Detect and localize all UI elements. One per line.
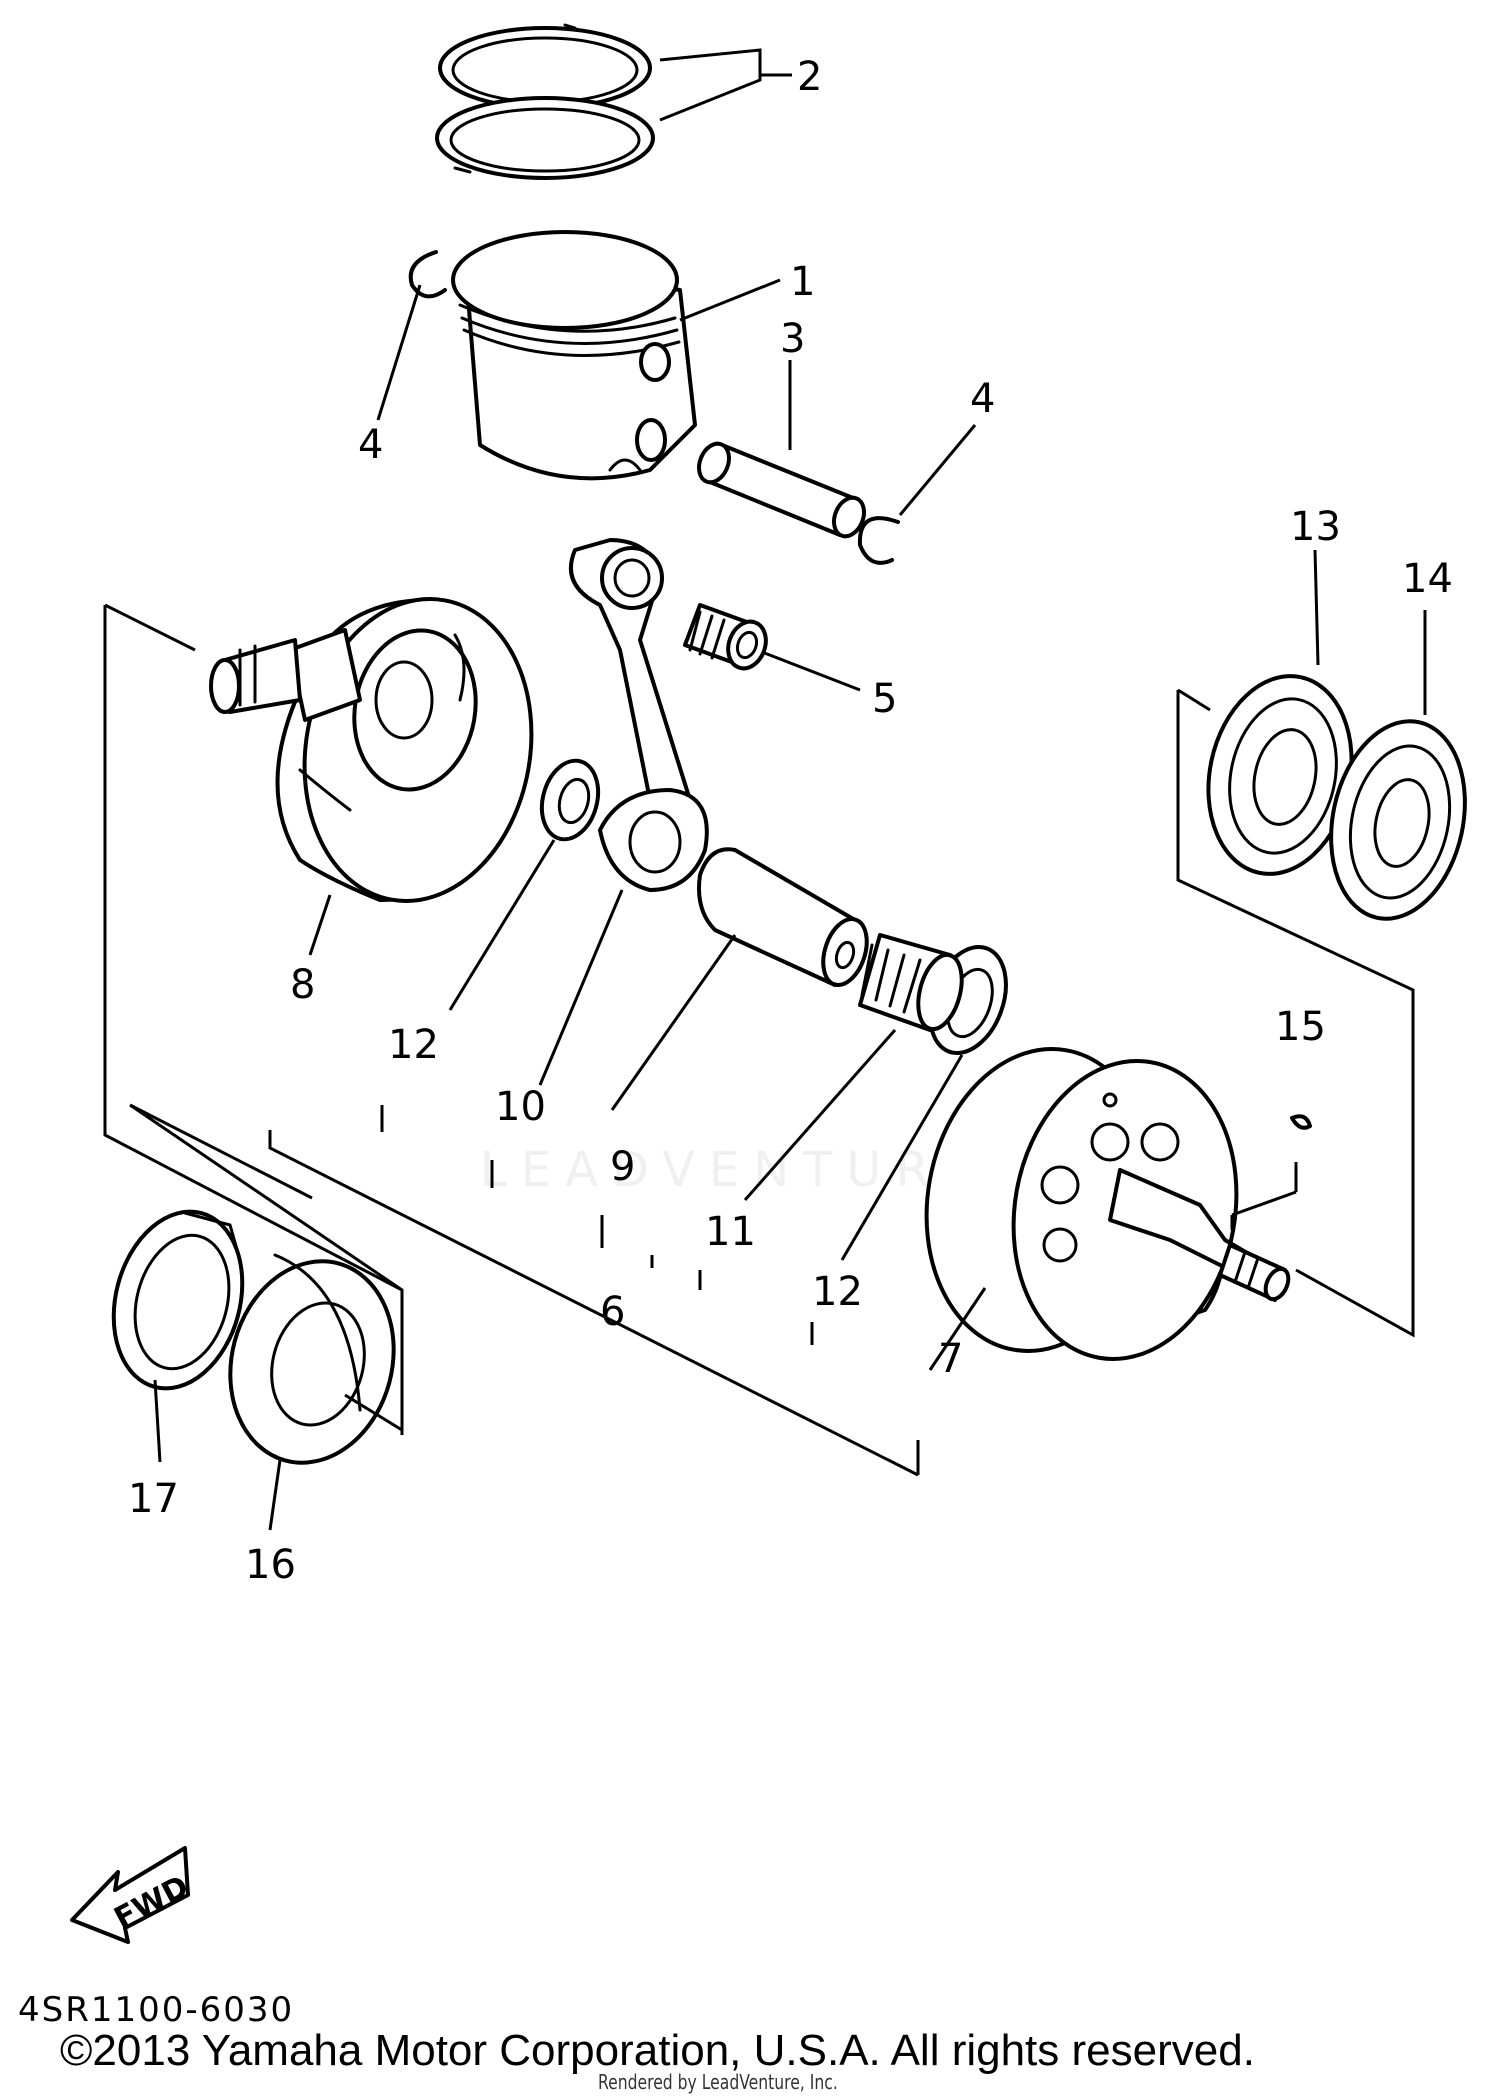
callout-12-left: 12 [388, 1022, 439, 1068]
assembly-bracket-lines [103, 603, 1415, 1477]
oil-seal-left[interactable] [95, 1197, 261, 1403]
crank-right[interactable] [903, 1031, 1293, 1377]
crank-pin[interactable] [697, 847, 875, 990]
watermark: LEADVENTURE [480, 1142, 988, 1198]
callout-labels: 1 2 3 4 4 5 6 7 8 9 10 11 12 12 13 14 15… [128, 54, 1453, 1588]
woodruff-key[interactable] [1290, 1114, 1312, 1130]
callout-3: 3 [780, 316, 805, 362]
callout-4-left: 4 [358, 422, 383, 468]
crank-left[interactable] [209, 581, 555, 919]
callout-16: 16 [245, 1542, 296, 1588]
callout-17: 17 [128, 1476, 179, 1522]
bearing-right-2[interactable] [1314, 709, 1483, 932]
callout-5: 5 [872, 676, 897, 722]
callout-15: 15 [1275, 1004, 1326, 1050]
callout-6: 6 [600, 1289, 625, 1335]
callout-1: 1 [790, 259, 815, 305]
bearing-left[interactable] [208, 1243, 415, 1481]
callout-12-right: 12 [812, 1269, 863, 1315]
fwd-arrow-icon: FWD [70, 1846, 194, 1944]
callout-14: 14 [1402, 556, 1453, 602]
callout-10: 10 [495, 1084, 546, 1130]
callout-4-right: 4 [970, 376, 995, 422]
callout-9: 9 [610, 1144, 635, 1190]
callout-11: 11 [705, 1209, 756, 1255]
copyright-notice: ©2013 Yamaha Motor Corporation, U.S.A. A… [60, 2026, 1255, 2075]
piston[interactable] [451, 230, 697, 481]
leader-lines [153, 48, 1427, 1531]
piston-pin-clip-left[interactable] [408, 250, 447, 299]
callout-8: 8 [290, 962, 315, 1008]
piston-pin-clip-right[interactable] [857, 516, 900, 565]
big-end-bearing[interactable] [858, 933, 969, 1034]
piston-pin[interactable] [694, 439, 870, 541]
callout-7: 7 [938, 1336, 963, 1382]
connecting-rod[interactable] [569, 538, 709, 892]
rendered-by-note: Rendered by LeadVenture, Inc. [598, 2070, 838, 2094]
piston-ring-set[interactable] [435, 23, 655, 180]
washer-left[interactable] [534, 754, 607, 845]
callout-13: 13 [1290, 504, 1341, 550]
callout-2: 2 [797, 54, 822, 100]
diagram-code: 4SR1100-6030 [18, 1990, 295, 2030]
small-end-bearing[interactable] [683, 603, 772, 674]
